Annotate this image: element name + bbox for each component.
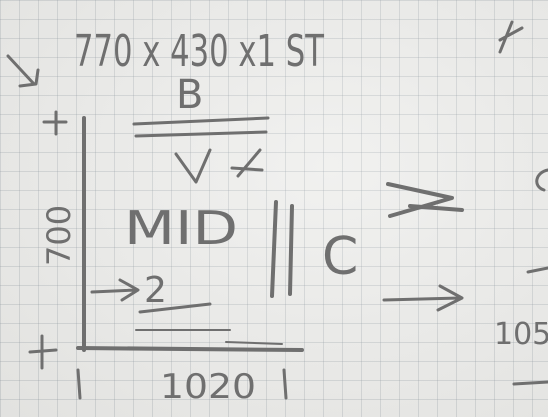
note-number: 2	[144, 270, 167, 311]
bottom-edge-accent	[225, 341, 283, 345]
header-dimensions-text: 770 x 430 x1 ST	[74, 26, 324, 77]
width-dimension-label: 1020	[160, 367, 256, 407]
top-double-line	[132, 116, 270, 138]
cut-off-mark-bottom	[512, 380, 548, 386]
plus-mark-top-icon	[42, 110, 68, 136]
arrow-right-lower-icon	[382, 284, 464, 312]
top-label: B	[176, 72, 203, 118]
plus-mark-bottom-icon	[28, 334, 58, 370]
double-vertical-line	[270, 200, 294, 298]
cut-off-mark-middle	[526, 266, 548, 274]
bottom-edge-line	[76, 346, 304, 352]
cut-off-mark-top	[535, 168, 548, 192]
cut-off-text: 105	[494, 317, 548, 352]
dimension-tick-left	[76, 368, 82, 400]
arrow-down-right-icon	[6, 54, 40, 88]
height-dimension-label: 700	[40, 205, 78, 266]
double-arrow-right-icon	[386, 182, 464, 218]
side-label: C	[322, 227, 358, 287]
dimension-tick-right	[282, 368, 288, 400]
check-mark-icon	[174, 148, 212, 184]
middle-label: MID	[124, 201, 238, 255]
tick-mark-icon	[498, 20, 524, 54]
note-underline	[138, 302, 212, 314]
cross-mark-icon	[230, 148, 264, 178]
arrow-right-icon	[90, 278, 140, 302]
